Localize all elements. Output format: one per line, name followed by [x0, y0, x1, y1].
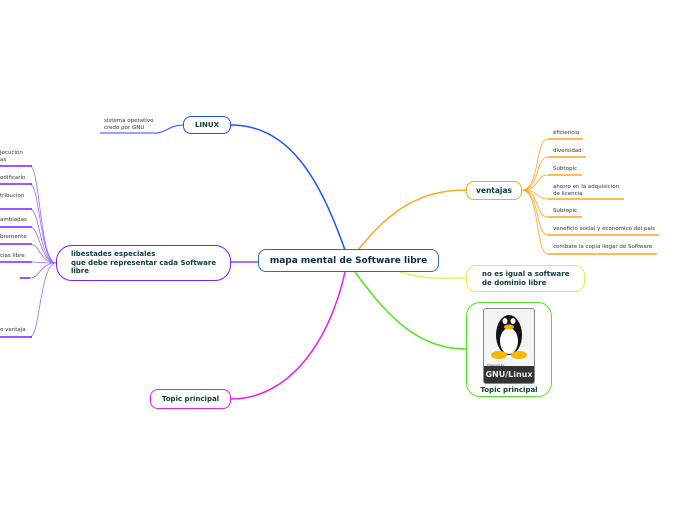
- topic-principal-left[interactable]: Topic principal: [150, 389, 231, 409]
- libertad-item[interactable]: jecución: [0, 150, 23, 156]
- libertad-item[interactable]: odificarlo: [0, 175, 26, 181]
- central-topic-label: mapa mental de Software libre: [269, 255, 428, 266]
- ventaja-line: ahorro en la adquisicion: [553, 184, 620, 190]
- gnu-linux-text: GNU/Linux: [484, 366, 534, 383]
- libertades-line: que debe representar cada Software: [71, 258, 217, 267]
- libertad-item[interactable]: cias libre: [0, 253, 25, 259]
- topic-libertades[interactable]: libestades especiales que debe represent…: [56, 245, 231, 281]
- topic-linux[interactable]: LINUX: [183, 116, 231, 134]
- ventaja-item[interactable]: Subtopic: [553, 208, 578, 214]
- ventajas-label: ventajas: [475, 186, 513, 195]
- gnu-linux-logo: Powered by GNU/Linux: [483, 308, 535, 384]
- ventaja-item[interactable]: ahorro en la adquisicion de licencia: [553, 184, 619, 198]
- libertad-item[interactable]: tribucion: [0, 193, 25, 199]
- ventaja-item[interactable]: veneficio social y economico del pais: [553, 226, 656, 232]
- ventaja-item[interactable]: diversidad: [553, 148, 582, 154]
- libertad-item[interactable]: ambiadas: [0, 217, 27, 223]
- tux-penguin-icon: [491, 315, 527, 359]
- powered-by-text: Powered by: [487, 363, 505, 367]
- dominio-line: de dominio libre: [482, 278, 547, 287]
- subtopic-line: sistema operativo: [104, 118, 154, 124]
- subtopic-sistema-operativo[interactable]: sistema operativo credo por GNU: [104, 118, 153, 132]
- libertad-item[interactable]: o ventaja: [0, 327, 26, 333]
- libertades-line: libre: [71, 267, 90, 276]
- topic-principal-image[interactable]: Powered by GNU/Linux Topic principal: [466, 302, 552, 397]
- ventaja-item[interactable]: eficiencia: [553, 130, 580, 136]
- dominio-line: no es igual a software: [482, 269, 570, 278]
- libertades-line: libestades especiales: [71, 250, 156, 259]
- ventaja-item[interactable]: combate la copia ilegar de Software: [553, 244, 653, 250]
- ventaja-line: de licencia: [553, 191, 583, 197]
- linux-label: LINUX: [194, 121, 219, 129]
- topic-label: Topic principal: [480, 386, 538, 394]
- ventaja-item[interactable]: Subtopic: [553, 166, 578, 172]
- libertad-item[interactable]: bremente: [0, 234, 27, 240]
- topic-label: Topic principal: [161, 395, 220, 403]
- central-topic[interactable]: mapa mental de Software libre: [258, 249, 439, 272]
- topic-ventajas[interactable]: ventajas: [466, 181, 522, 200]
- libertad-item[interactable]: as: [0, 157, 7, 163]
- topic-dominio-libre[interactable]: no es igual a software de dominio libre: [466, 265, 585, 292]
- subtopic-line: credo por GNU: [104, 125, 145, 131]
